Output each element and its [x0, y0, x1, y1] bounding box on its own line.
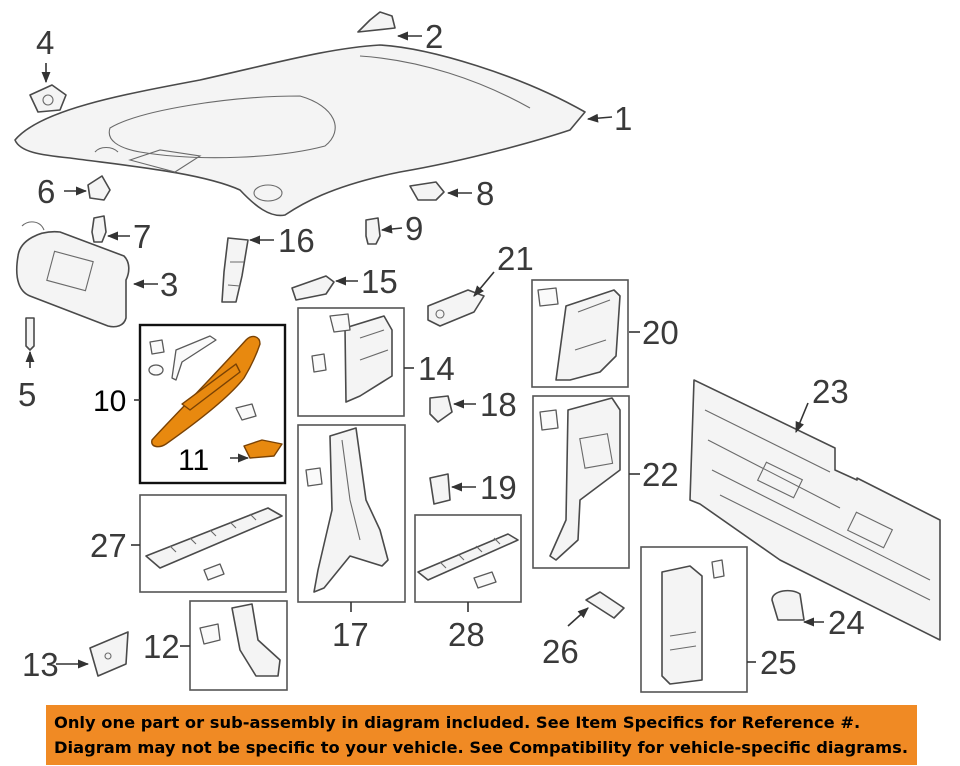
- callout-28: 28: [448, 616, 485, 653]
- cap-part-6: [87, 175, 111, 201]
- callout-2: 2: [425, 18, 443, 55]
- trim-part-20: [537, 287, 621, 381]
- callout-19: 19: [480, 469, 517, 506]
- anchor-part-21: [427, 289, 485, 327]
- callout-13: 13: [22, 646, 59, 683]
- callout-26: 26: [542, 633, 579, 670]
- bracket-part-13: [89, 631, 129, 677]
- callout-24: 24: [828, 604, 865, 641]
- callout-labels: 1 2 3 4 5 6 7 8 9 10 11 12 13 14 15 16 1…: [18, 18, 865, 683]
- callout-15: 15: [361, 263, 398, 300]
- pillar-part-17: [305, 427, 389, 593]
- trim-part-25: [661, 559, 725, 685]
- cover-part-24: [771, 589, 805, 621]
- bracket-part-12: [199, 603, 281, 677]
- sill-plate-27: [145, 507, 283, 581]
- callout-7: 7: [133, 218, 151, 255]
- cap-part-18: [429, 395, 453, 423]
- pillar-part-14: [311, 313, 393, 403]
- cover-part-19: [429, 473, 451, 505]
- parts-diagram: 1 2 3 4 5 6 7 8 9 10 11 12 13 14 15 16 1…: [14, 11, 941, 693]
- callout-8: 8: [476, 175, 494, 212]
- sill-plate-28: [417, 533, 519, 589]
- notice-line-1: Only one part or sub-assembly in diagram…: [54, 713, 861, 732]
- callout-21: 21: [497, 240, 534, 277]
- callout-4: 4: [36, 24, 54, 61]
- callout-17: 17: [332, 616, 369, 653]
- callout-3: 3: [160, 266, 178, 303]
- handle-part-15: [291, 275, 335, 301]
- pin-part-7: [91, 215, 107, 243]
- notice-banner: Only one part or sub-assembly in diagram…: [46, 705, 917, 765]
- clip-part-2: [357, 11, 396, 33]
- leader-lines: [25, 31, 824, 669]
- pin-part-9: [365, 217, 381, 245]
- notice-line-2: Diagram may not be specific to your vehi…: [54, 738, 909, 757]
- bracket-part-16: [221, 237, 249, 303]
- callout-10: 10: [93, 385, 126, 418]
- small-parts-10: [148, 335, 257, 421]
- callout-27: 27: [90, 527, 127, 564]
- rear-panel-part: [689, 379, 941, 641]
- callout-20: 20: [642, 314, 679, 351]
- callout-9: 9: [405, 210, 423, 247]
- callout-16: 16: [278, 222, 315, 259]
- handle-part-26: [585, 591, 625, 619]
- hook-part-4: [29, 84, 67, 113]
- headliner-part: [14, 44, 586, 217]
- callout-11: 11: [178, 444, 209, 477]
- sun-visor-part: [15, 221, 130, 328]
- callout-1: 1: [614, 100, 632, 137]
- callout-5: 5: [18, 376, 36, 413]
- trim-part-22: [539, 397, 621, 561]
- callout-6: 6: [37, 173, 55, 210]
- callout-23: 23: [812, 373, 849, 410]
- bracket-part-8: [409, 181, 445, 201]
- highlighted-assembly: [151, 335, 283, 459]
- screw-part-5: [25, 317, 35, 351]
- callout-18: 18: [480, 386, 517, 423]
- callout-22: 22: [642, 456, 679, 493]
- callout-25: 25: [760, 644, 797, 681]
- callout-14: 14: [418, 350, 455, 387]
- callout-12: 12: [143, 628, 180, 665]
- highlight-box: [138, 323, 287, 485]
